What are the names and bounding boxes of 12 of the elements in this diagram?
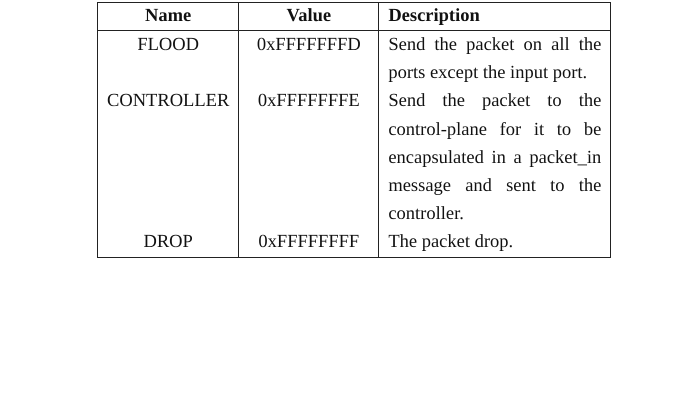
column-header: Description bbox=[388, 5, 480, 28]
table-cell-text: FLOOD bbox=[137, 34, 199, 57]
column-header: Name bbox=[145, 5, 192, 28]
table-cell-text: 0xFFFFFFFD bbox=[256, 34, 361, 57]
table-cell-text: CONTROLLER bbox=[107, 90, 230, 114]
table-cell-text: Send the packet to the control-plane for it to be encapsulated in a packet_in message and sent to the controller. bbox=[388, 90, 602, 226]
column-header: Value bbox=[286, 5, 332, 28]
table-cell-text: Send the packet on all the ports except the input port. bbox=[388, 34, 602, 86]
table-cell-text: 0xFFFFFFFF bbox=[258, 231, 360, 254]
table-cell-text: The packet drop. bbox=[388, 231, 514, 254]
table-cell-text: 0xFFFFFFFE bbox=[258, 90, 360, 114]
table-cell-text: DROP bbox=[143, 231, 193, 254]
